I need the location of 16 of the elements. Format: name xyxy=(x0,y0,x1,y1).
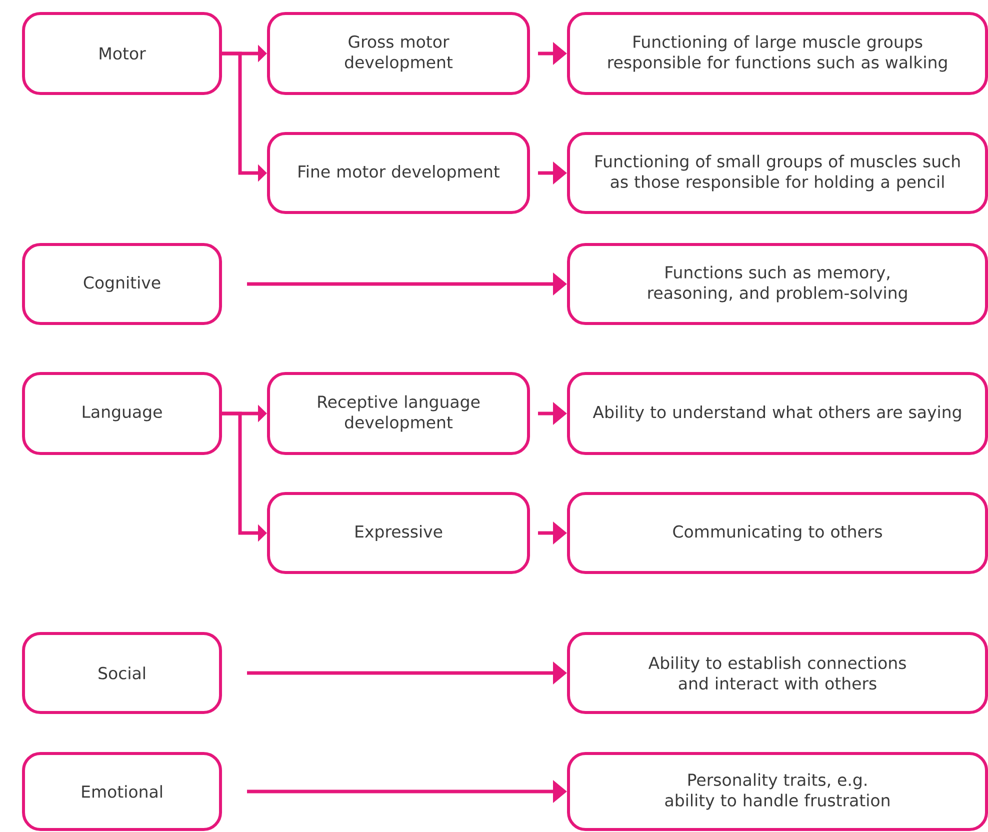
category-box: Language xyxy=(22,372,222,455)
subcategory-box: Gross motor development xyxy=(267,12,530,95)
subcategory-box: Receptive language development xyxy=(267,372,530,455)
description-box: Functions such as memory, reasoning, and problem-solving xyxy=(567,243,988,325)
category-box: Motor xyxy=(22,12,222,95)
category-box: Emotional xyxy=(22,752,222,831)
description-box: Ability to understand what others are saying xyxy=(567,372,988,455)
description-box: Functioning of large muscle groups responsible for functions such as walking xyxy=(567,12,988,95)
description-box: Personality traits, e.g. ability to handle frustration xyxy=(567,752,988,831)
description-box: Communicating to others xyxy=(567,492,988,574)
description-box: Ability to establish connections and interact with others xyxy=(567,632,988,714)
subcategory-box: Fine motor development xyxy=(267,132,530,214)
category-box: Cognitive xyxy=(22,243,222,325)
subcategory-box: Expressive xyxy=(267,492,530,574)
category-box: Social xyxy=(22,632,222,714)
description-box: Functioning of small groups of muscles such as those responsible for holding a pencil xyxy=(567,132,988,214)
